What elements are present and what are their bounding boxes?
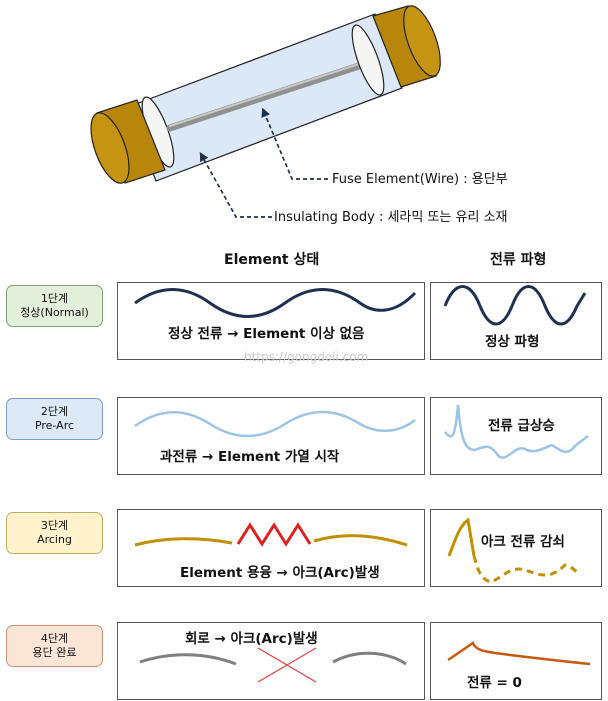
- element-state-heading: Element 상태: [224, 252, 320, 268]
- stage-name: Arcing: [37, 533, 72, 546]
- state-text-melted: 회로 → 아크(Arc)발생: [185, 631, 318, 647]
- stage-number: 1단계: [40, 292, 69, 305]
- state-text-normal: 정상 전류 → Element 이상 없음: [168, 326, 365, 342]
- stage-number: 4단계: [40, 632, 69, 645]
- stage-number: 3단계: [40, 519, 69, 532]
- insulating-body-leader: [199, 152, 272, 218]
- wave-text-normal: 정상 파형: [485, 334, 540, 350]
- insulating-body-label: Insulating Body : 세라믹 또는 유리 소재: [274, 210, 508, 225]
- stage-badge-melted: 4단계 용단 완료: [6, 625, 103, 667]
- wave-text-arcing: 아크 전류 감쇠: [481, 534, 565, 550]
- watermark: https://gongdoli.com: [244, 350, 369, 364]
- wave-text-prearc: 전류 급상승: [488, 418, 555, 434]
- wave-text-melted: 전류 = 0: [467, 675, 522, 691]
- stage-name: Pre-Arc: [34, 419, 75, 432]
- element-state-box-arcing: [117, 509, 425, 587]
- stage-number: 2단계: [40, 405, 69, 418]
- element-state-box-normal: [117, 282, 425, 360]
- stage-badge-normal: 1단계 정상(Normal): [6, 285, 103, 327]
- stage-badge-arcing: 3단계 Arcing: [6, 512, 103, 554]
- state-text-arcing: Element 용융 → 아크(Arc)발생: [180, 565, 380, 581]
- stage-name: 용단 완료: [32, 646, 77, 659]
- stage-badge-prearc: 2단계 Pre-Arc: [6, 398, 103, 440]
- fuse-illustration: [90, 5, 441, 184]
- fuse-wire: [166, 61, 366, 132]
- waveform-box-prearc: [430, 397, 602, 475]
- fuse-element-label: Fuse Element(Wire) : 용단부: [332, 172, 508, 187]
- stage-name: 정상(Normal): [20, 306, 89, 319]
- state-text-prearc: 과전류 → Element 가열 시작: [160, 449, 340, 465]
- current-waveform-heading: 전류 파형: [490, 252, 547, 268]
- right-insulator-ring: [351, 24, 385, 96]
